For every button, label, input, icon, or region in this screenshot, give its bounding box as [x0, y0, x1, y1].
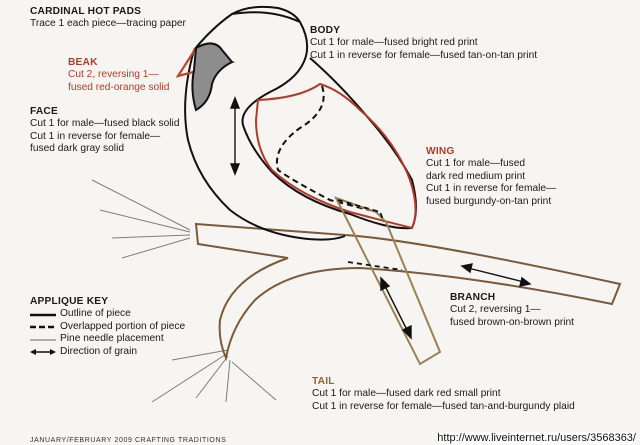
face-line-1: Cut 1 for male—fused black solid — [30, 118, 180, 130]
tail-label: TAIL Cut 1 for male—fused dark red small… — [312, 376, 575, 413]
pine-needles-left — [151, 349, 277, 403]
title-block: CARDINAL HOT PADS Trace 1 each piece—tra… — [30, 6, 186, 31]
body-line-2: Cut 1 in reverse for female—fused tan-on… — [310, 49, 538, 61]
key-item-outline: Outline of piece — [30, 308, 185, 321]
wing-outline — [254, 82, 417, 230]
wing-line-1: Cut 1 for male—fused — [426, 158, 526, 170]
face-line-3: fused dark gray solid — [30, 143, 125, 155]
double-arrow-icon — [30, 349, 56, 356]
page-subtitle: Trace 1 each piece—tracing paper — [30, 18, 186, 30]
key-item-pine: Pine needle placement — [30, 333, 185, 346]
branch-line-2: fused brown-on-brown print — [450, 316, 575, 328]
face-label: FACE Cut 1 for male—fused black solid Cu… — [30, 106, 180, 156]
body-line-1: Cut 1 for male—fused bright red print — [310, 37, 478, 49]
pine-needles-right — [91, 179, 191, 259]
tail-outline — [333, 196, 442, 366]
beak-line-1: Cut 2, reversing 1— — [68, 69, 159, 81]
wing-heading: WING — [426, 146, 455, 157]
key-item-grain: Direction of grain — [30, 346, 185, 359]
tail-overlap-dashed — [337, 199, 403, 271]
tail-heading: TAIL — [312, 376, 335, 387]
body-belly-outline — [184, 49, 346, 241]
wing-line-2: dark red medium print — [426, 170, 526, 182]
branch-heading: BRANCH — [450, 292, 496, 303]
wing-label: WING Cut 1 for male—fused dark red mediu… — [426, 146, 556, 208]
face-heading: FACE — [30, 106, 58, 117]
wing-line-3: Cut 1 in reverse for female— — [426, 183, 557, 195]
key-label-pine: Pine needle placement — [60, 333, 164, 345]
key-label-outline: Outline of piece — [60, 308, 131, 320]
beak-heading: BEAK — [68, 57, 98, 68]
body-label: BODY Cut 1 for male—fused bright red pri… — [310, 25, 537, 62]
solid-line-icon — [30, 313, 56, 316]
crest-outline — [231, 5, 301, 23]
tail-line-2: Cut 1 in reverse for female—fused tan-an… — [312, 400, 575, 412]
face-fill — [191, 42, 234, 112]
applique-key: APPLIQUE KEY Outline of piece Overlapped… — [30, 296, 185, 358]
page-title: CARDINAL HOT PADS — [30, 6, 142, 17]
thin-line-icon — [30, 339, 56, 341]
key-label-grain: Direction of grain — [60, 345, 138, 357]
key-heading: APPLIQUE KEY — [30, 296, 109, 307]
branch-line-1: Cut 2, reversing 1— — [450, 304, 541, 316]
beak-label: BEAK Cut 2, reversing 1— fused red-orang… — [68, 57, 169, 94]
dashed-line-icon — [30, 325, 56, 329]
body-heading: BODY — [310, 25, 341, 36]
key-item-overlap: Overlapped portion of piece — [30, 321, 185, 334]
wing-line-4: fused burgundy-on-tan print — [426, 195, 552, 207]
tail-line-1: Cut 1 for male—fused dark red small prin… — [312, 388, 501, 400]
branch-outline — [194, 222, 622, 362]
watermark-url: http://www.liveinternet.ru/users/3568363… — [437, 432, 636, 444]
key-label-overlap: Overlapped portion of piece — [60, 320, 186, 332]
page-footer: JANUARY/FEBRUARY 2009 CRAFTING TRADITION… — [30, 437, 227, 444]
grain-arrows — [229, 96, 532, 340]
face-line-2: Cut 1 in reverse for female— — [30, 130, 161, 142]
branch-label: BRANCH Cut 2, reversing 1— fused brown-o… — [450, 292, 574, 329]
beak-line-2: fused red-orange solid — [68, 81, 170, 93]
wing-overlap-dashed — [276, 85, 379, 213]
